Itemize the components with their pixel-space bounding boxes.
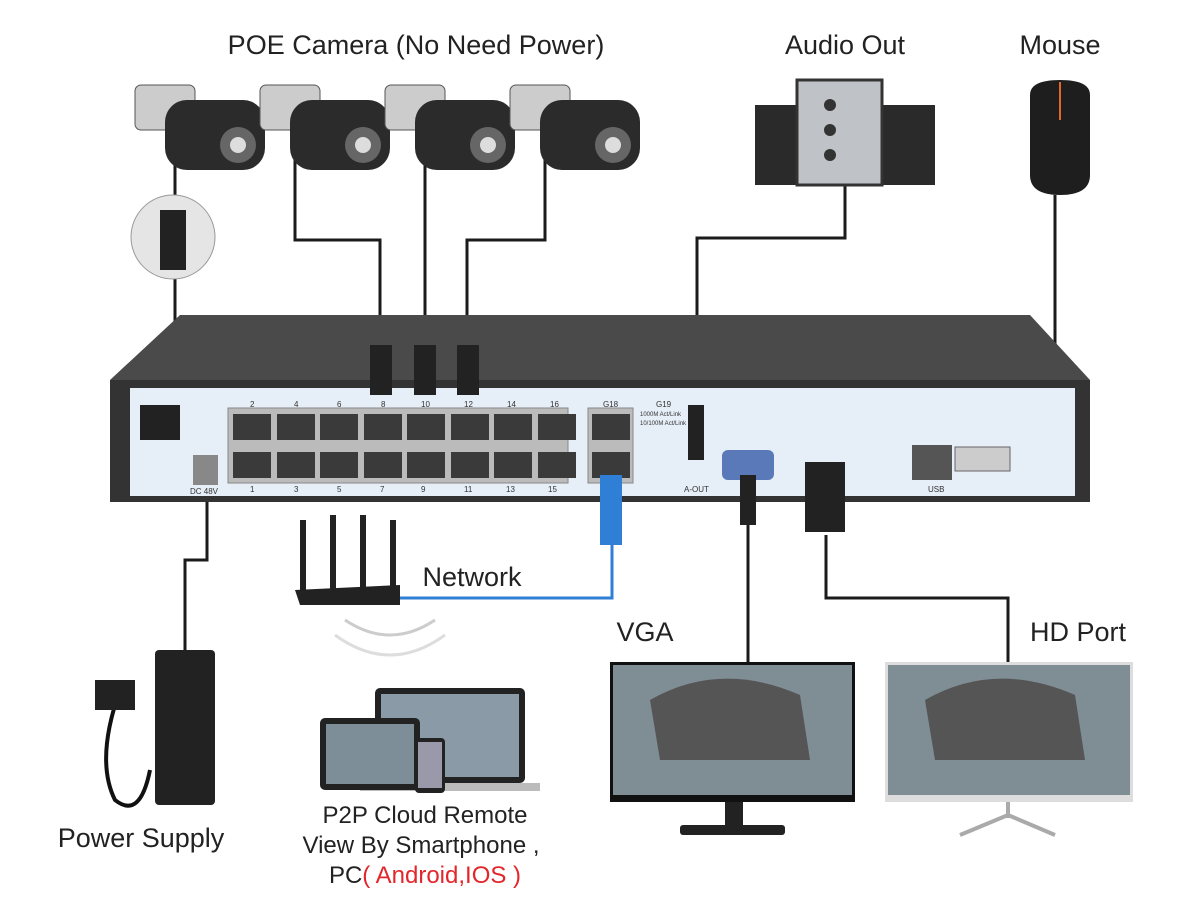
port-label-10: 10 bbox=[421, 400, 430, 409]
ethernet-port bbox=[364, 452, 402, 478]
camera-2 bbox=[259, 84, 390, 170]
ethernet-port bbox=[320, 452, 358, 478]
usb-plug bbox=[954, 446, 1011, 472]
usb-port bbox=[912, 445, 952, 480]
speaker bbox=[755, 78, 935, 187]
camera-4 bbox=[509, 84, 640, 170]
ethernet-port bbox=[592, 452, 630, 478]
ethernet-port bbox=[451, 414, 489, 440]
p2p-line-2: View By Smartphone , bbox=[302, 832, 540, 859]
p2p-pc-text: PC bbox=[328, 862, 363, 889]
led-legend-1000m: 1000M Act/Link bbox=[640, 412, 682, 418]
p2p-line-1: P2P Cloud Remote bbox=[322, 802, 528, 829]
usb-label: USB bbox=[928, 485, 945, 494]
port-label-g18: G18 bbox=[603, 400, 619, 409]
router bbox=[295, 515, 446, 657]
port-label-1: 1 bbox=[250, 485, 255, 494]
vga-port bbox=[722, 450, 774, 480]
ethernet-port bbox=[451, 452, 489, 478]
camera-3 bbox=[384, 84, 515, 170]
port-label-6: 6 bbox=[337, 400, 342, 409]
port-label-7: 7 bbox=[380, 485, 385, 494]
poe-camera-label: POE Camera (No Need Power) bbox=[227, 30, 605, 60]
led-legend-100m: 10/100M Act/Link bbox=[640, 421, 687, 427]
port-label-4: 4 bbox=[294, 400, 299, 409]
ethernet-port bbox=[407, 452, 445, 478]
mouse-device bbox=[1030, 80, 1090, 195]
ethernet-port bbox=[592, 414, 630, 440]
hdmi-plug bbox=[805, 462, 845, 532]
audio-out-title: Audio Out bbox=[784, 30, 906, 60]
p2p-os-text: ( Android,IOS ) bbox=[362, 862, 522, 889]
port-label-g19: G19 bbox=[656, 400, 672, 409]
port-label-16: 16 bbox=[550, 400, 559, 409]
ethernet-port bbox=[538, 414, 576, 440]
power-cable bbox=[183, 500, 209, 650]
ethernet-port bbox=[320, 414, 358, 440]
port-label-12: 12 bbox=[464, 400, 473, 409]
power-switch bbox=[140, 405, 180, 440]
ethernet-port bbox=[277, 414, 315, 440]
port-label-3: 3 bbox=[294, 485, 299, 494]
camera-1 bbox=[134, 84, 265, 170]
ethernet-port bbox=[494, 452, 532, 478]
camera4-cable bbox=[465, 130, 547, 345]
vga-monitor bbox=[610, 662, 855, 835]
ethernet-port bbox=[277, 452, 315, 478]
hdmi-cable bbox=[824, 535, 1010, 665]
power-port-label: DC 48V bbox=[190, 487, 219, 496]
port-label-5: 5 bbox=[337, 485, 342, 494]
port-label-11: 11 bbox=[464, 485, 473, 494]
mouse-label: Mouse bbox=[1019, 30, 1101, 60]
p2p-line-3: PC( Android,IOS ) bbox=[329, 862, 521, 890]
network-cable bbox=[395, 545, 614, 600]
audio-out-label: A-OUT bbox=[684, 485, 709, 494]
port-label-13: 13 bbox=[506, 485, 515, 494]
ethernet-port bbox=[407, 414, 445, 440]
port-label-8: 8 bbox=[381, 400, 386, 409]
vga-label: VGA bbox=[616, 617, 674, 647]
hd-monitor bbox=[885, 662, 1133, 837]
ethernet-port bbox=[538, 452, 576, 478]
port-label-14: 14 bbox=[507, 400, 516, 409]
port-label-9: 9 bbox=[421, 485, 426, 494]
hd-port-label: HD Port bbox=[1029, 617, 1127, 647]
camera2-cable bbox=[293, 130, 382, 345]
port-label-15: 15 bbox=[548, 485, 557, 494]
nvr-recorder bbox=[110, 315, 1090, 545]
network-label: Network bbox=[422, 562, 522, 592]
audio-plug bbox=[688, 405, 704, 460]
ethernet-port bbox=[494, 414, 532, 440]
power-supply-label: Power Supply bbox=[57, 823, 225, 853]
ethernet-port bbox=[233, 414, 271, 440]
power-jack bbox=[193, 455, 218, 485]
power-adapter bbox=[95, 650, 215, 808]
mobile-devices bbox=[320, 688, 540, 793]
ethernet-port bbox=[233, 452, 271, 478]
poe-cameras bbox=[130, 84, 640, 280]
port-label-2: 2 bbox=[250, 400, 255, 409]
ethernet-port bbox=[364, 414, 402, 440]
